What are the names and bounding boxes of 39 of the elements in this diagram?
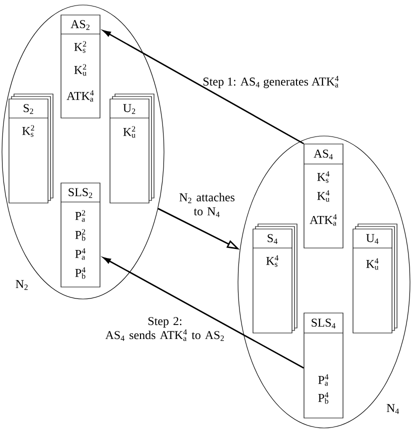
key-label: K$_{s}$4 bbox=[266, 255, 278, 267]
key-label: ATK$_{a}$4 bbox=[310, 214, 337, 226]
box-title: SLS$_{4}$ bbox=[312, 318, 336, 328]
stacked-box bbox=[8, 94, 54, 204]
box-title: AS$_{2}$ bbox=[70, 20, 90, 30]
key-label: K$_{s}$2 bbox=[22, 125, 34, 137]
edge-label: Step 2: AS$_{4}$ sends ATK$_{a}$$^{4}$ to AS$_{2}$ bbox=[105, 317, 224, 341]
stacked-box bbox=[110, 94, 154, 204]
edge-label: Step 1: AS$_{4}$ generates ATK$_{a}$4 bbox=[203, 76, 339, 88]
key-label: P$_{b}$4 bbox=[318, 392, 328, 404]
key-label: K$_{u}$4 bbox=[366, 258, 378, 270]
network-label: N$_{2}$ bbox=[16, 280, 28, 290]
key-label: P$_{a}$4 bbox=[318, 374, 328, 386]
table-box bbox=[304, 144, 344, 248]
key-label: P$_{a}$2 bbox=[75, 210, 86, 222]
key-label: K$_{s}$2 bbox=[74, 41, 86, 53]
box-title: SLS$_{2}$ bbox=[68, 188, 92, 198]
stacked-box bbox=[252, 224, 298, 334]
box-title: AS$_{4}$ bbox=[314, 150, 333, 160]
key-label: K$_{u}$2 bbox=[123, 126, 136, 138]
key-label: ATK$_{a}$4 bbox=[66, 90, 94, 102]
key-label: K$_{u}$4 bbox=[317, 190, 330, 202]
box-title: U$_{4}$ bbox=[366, 234, 378, 244]
table-box bbox=[304, 312, 344, 418]
edge-label: N$_{2}$ attaches to N$_{4}$ bbox=[179, 192, 234, 218]
key-label: P$_{b}$4 bbox=[75, 267, 86, 279]
key-label: K$_{s}$4 bbox=[317, 171, 330, 183]
key-label: K$_{u}$2 bbox=[74, 64, 86, 76]
key-label: P$_{a}$4 bbox=[75, 248, 86, 260]
arrow bbox=[103, 30, 304, 144]
key-label: P$_{b}$2 bbox=[75, 229, 86, 241]
arrow bbox=[103, 257, 304, 369]
network-label: N$_{4}$ bbox=[386, 404, 399, 414]
table-box bbox=[60, 182, 100, 288]
box-title: U$_{2}$ bbox=[123, 104, 136, 114]
table-box bbox=[60, 14, 100, 118]
box-title: S$_{4}$ bbox=[268, 234, 278, 244]
stacked-box bbox=[352, 224, 398, 334]
box-title: S$_{2}$ bbox=[24, 104, 34, 114]
